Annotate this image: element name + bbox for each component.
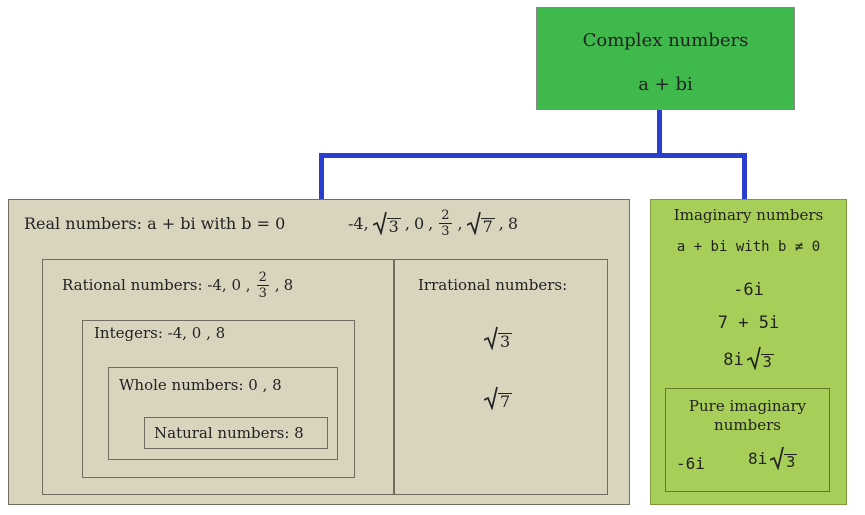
integers-box [82, 320, 355, 478]
irrational-sqrt7: 7 [484, 386, 513, 410]
rational-label: Rational numbers: -4, 0 , 2 3 , 8 [62, 269, 294, 301]
real-example-eight: 8 [507, 213, 519, 233]
connector-left-drop [319, 153, 324, 200]
imaginary-example-7plus5i: 7 + 5i [717, 313, 780, 333]
whole-numbers-box [108, 367, 338, 460]
natural-numbers-box [144, 417, 328, 449]
pure-label-line1: Pure imaginary [688, 397, 807, 415]
irrational-label: Irrational numbers: [418, 276, 568, 294]
pure-example-8i-sqrt3: 8i 3 [748, 446, 798, 471]
real-label: Real numbers: a + bi with b = 0 [24, 214, 286, 233]
real-example-neg4: -4, [348, 213, 369, 233]
imaginary-example-neg6i: -6i [733, 280, 764, 300]
imaginary-label: Imaginary numbers [673, 206, 824, 224]
rational-eight: 8 [283, 276, 294, 294]
rational-fraction: 2 3 [256, 269, 269, 301]
real-example-zero: 0 [413, 213, 425, 233]
real-numbers-box [8, 199, 630, 505]
imaginary-example-8i-sqrt3: 8i 3 [650, 346, 847, 370]
real-example-sqrt3: 3 [372, 211, 401, 235]
pure-example-neg6i: -6i [676, 454, 705, 473]
pure-label-line2: numbers [714, 416, 781, 434]
pure-imaginary-box [665, 388, 830, 492]
complex-title: Complex numbers [582, 30, 749, 51]
complex-form: a + bi [638, 74, 693, 95]
real-example-fraction: 2 3 [439, 207, 452, 239]
real-examples: -4, 3 , 0 , 2 3 , 7 , 8 [348, 207, 519, 239]
irrational-numbers-box [394, 259, 608, 495]
connector-right-drop [742, 153, 747, 200]
complex-numbers-box: Complex numbers a + bi [536, 7, 795, 110]
imaginary-form: a + bi with b ≠ 0 [676, 239, 821, 255]
natural-label: Natural numbers: 8 [154, 424, 304, 442]
whole-label: Whole numbers: 0 , 8 [119, 376, 282, 394]
imaginary-numbers-box [650, 199, 847, 505]
irrational-sqrt3: 3 [484, 326, 513, 350]
connector-horizontal [319, 153, 747, 158]
real-example-sqrt7: 7 [466, 211, 495, 235]
integers-label: Integers: -4, 0 , 8 [94, 324, 226, 342]
rational-numbers-box [42, 259, 394, 495]
connector-vertical-top [657, 110, 662, 156]
